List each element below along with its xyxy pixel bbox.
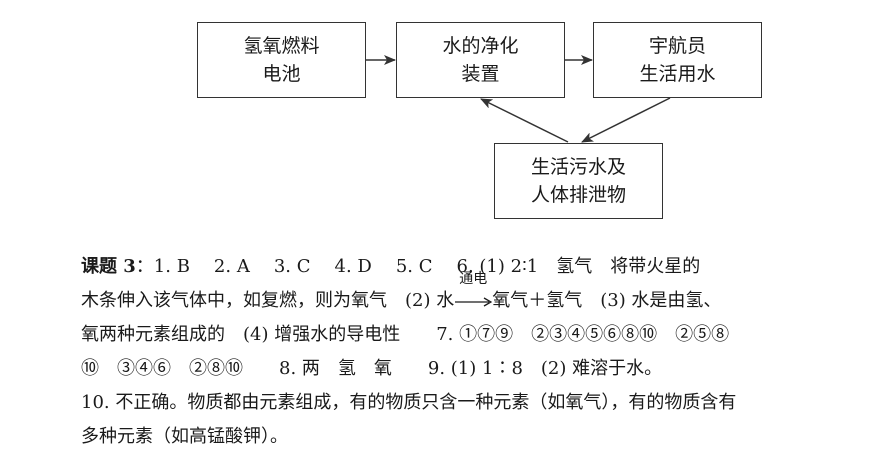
reaction-condition: 通电 <box>459 271 488 287</box>
box-fuel-cell: 氢氧燃料 电池 <box>197 22 366 98</box>
water-cycle-diagram: 氢氧燃料 电池 水的净化 装置 宇航员 生活用水 生活污水及 人体排泄物 <box>0 0 874 230</box>
arrow-water-to-waste <box>581 97 671 143</box>
diagram-arrows <box>366 55 671 143</box>
reaction-arrow-icon <box>455 297 493 307</box>
box-fuel-cell-line1: 氢氧燃料 <box>243 35 320 57</box>
answer-line-4: ⑩ ③④⑥ ②⑧⑩ 8. 两 氢 氧 9. (1) 1∶8 (2) 难溶于水。 <box>81 358 663 379</box>
answer-q1: 1. B <box>153 256 190 277</box>
box-astronaut-water: 宇航员 生活用水 <box>593 22 762 98</box>
answer-q4: 4. D <box>334 256 372 277</box>
answer-line-2: 木条伸入该气体中，如复燃，则为氧气 (2) 水通电氧气＋氢气 (3) 水是由氢、 <box>81 271 861 318</box>
answer-q6: 6. (1) 2∶1 氢气 将带火星的 <box>456 256 701 277</box>
arrow-waste-to-purifier <box>480 98 569 143</box>
answer-line-3: 氧两种元素组成的 (4) 增强水的导电性 7. ①⑦⑨ ②③④⑤⑥⑧⑩ ②⑤⑧ <box>81 324 730 345</box>
box-water-purifier: 水的净化 装置 <box>396 22 565 98</box>
box-waste-water-line2: 人体排泄物 <box>530 184 626 206</box>
answer-line-2-after: 氧气＋氢气 (3) 水是由氢、 <box>492 290 722 311</box>
box-fuel-cell-line2: 电池 <box>262 63 301 85</box>
answer-line-6: 多种元素（如高锰酸钾）。 <box>81 426 288 447</box>
answer-q5: 5. C <box>395 256 433 277</box>
box-astronaut-water-line1: 宇航员 <box>648 35 706 57</box>
box-waste-water: 生活污水及 人体排泄物 <box>494 143 663 219</box>
box-water-purifier-line1: 水的净化 <box>442 35 519 57</box>
section-label: 课题 3 <box>81 256 136 277</box>
answer-line-2-before: 木条伸入该气体中，如复燃，则为氧气 (2) 水 <box>81 290 455 311</box>
box-water-purifier-line2: 装置 <box>461 63 500 85</box>
reaction-arrow: 通电 <box>454 271 493 318</box>
answer-q2: 2. A <box>213 256 250 277</box>
answer-line-1: 课题 3：1. B 2. A 3. C 4. D 5. C 6. (1) 2∶1 氢气 将… <box>81 250 861 284</box>
answer-line-5: 10. 不正确。物质都由元素组成，有的物质只含一种元素（如氧气），有的物质含有 <box>81 392 737 413</box>
box-astronaut-water-line2: 生活用水 <box>639 63 716 85</box>
section-colon: ： <box>135 256 154 277</box>
box-waste-water-line1: 生活污水及 <box>530 156 626 178</box>
answer-text: 课题 3：1. B 2. A 3. C 4. D 5. C 6. (1) 2∶1 氢气 将… <box>81 250 861 454</box>
answer-q3: 3. C <box>273 256 311 277</box>
